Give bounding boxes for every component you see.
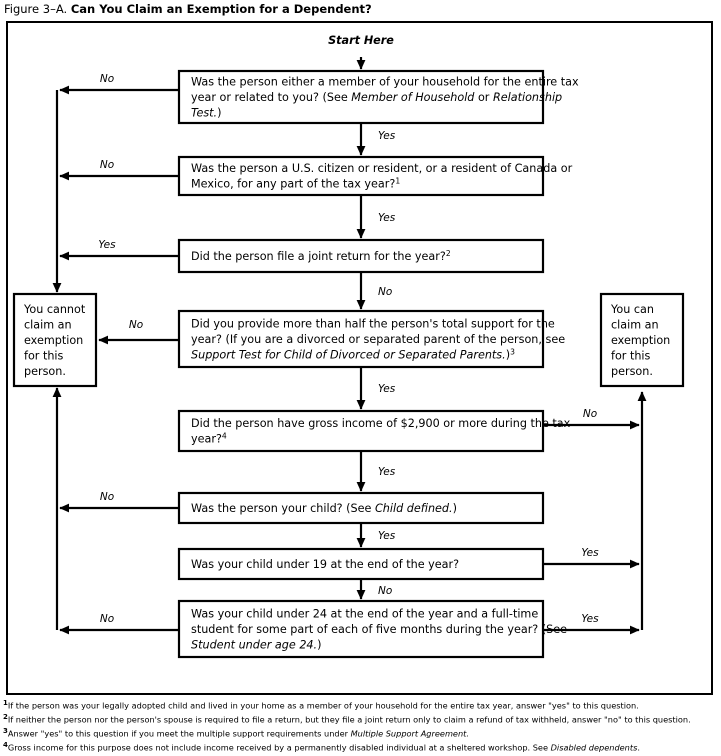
node-q7[interactable]: Was your child under 19 at the end of th… [177,547,545,581]
edge-label-q1-no: No [100,73,114,85]
node-q1-text: Was the person either a member of your h… [191,75,579,119]
node-can-box[interactable] [599,292,685,388]
footnote-4: 4Gross income for this purpose does not … [3,740,719,754]
node-q6-text: Was the person your child? (See Child de… [191,502,457,515]
flowchart-canvas: No Yes No Yes Yes No No Yes No Yes No Ye… [12,34,685,659]
edge-label-q5-no: No [583,408,597,420]
footnote-2: 2If neither the person nor the person's … [3,712,719,726]
figure-number: Figure 3–A. [4,2,68,16]
node-q5[interactable]: Did the person have gross income of $2,9… [177,409,571,453]
footnote-text: . [637,743,640,754]
edge-label-q7-yes: Yes [581,547,599,559]
node-q5-box[interactable] [177,409,545,453]
node-q4[interactable]: Did you provide more than half the perso… [177,309,565,369]
footnote-marker-1: 1 [3,699,8,707]
edge-label-q3-no: No [378,286,392,298]
node-q7-box[interactable] [177,547,545,581]
figure-title: Figure 3–A. Can You Claim an Exemption f… [4,2,372,16]
node-q5-text: Did the person have gross income of $2,9… [191,417,571,446]
edge-label-q4-no: No [129,319,143,331]
node-q4-box[interactable] [177,309,545,369]
footnote-text: If the person was your legally adopted c… [7,700,639,711]
node-q8-box[interactable] [177,599,545,659]
node-q8-text: Was your child under 24 at the end of th… [191,607,567,651]
edge-label-q2-no: No [100,159,114,171]
node-q3-text: Did the person file a joint return for t… [191,248,451,263]
node-q8[interactable]: Was your child under 24 at the end of th… [177,599,567,659]
node-q2-box[interactable] [177,155,545,197]
footnote-marker-3: 3 [3,727,8,736]
footnote-marker-2: 2 [3,713,8,722]
edge-label-q6-yes: Yes [378,530,396,542]
figure-border [6,21,713,695]
footnote-text: Answer "yes" to this question if you mee… [7,729,351,740]
footnote-3: 3Answer "yes" to this question if you me… [3,726,719,740]
start-here-label: Start Here [328,34,394,47]
footnote-text: Disabled dependents [550,743,638,754]
footnote-text: Gross income for this purpose does not i… [7,743,551,754]
node-q6-box[interactable] [177,491,545,525]
node-q6[interactable]: Was the person your child? (See Child de… [177,491,545,525]
edge-label-q7-no: No [378,585,392,597]
edge-label-q1-yes: Yes [378,130,396,142]
node-q1-box[interactable] [177,69,545,125]
footnote-text: If neither the person nor the person's s… [7,714,691,725]
node-q3-box[interactable] [177,238,545,274]
node-q7-text: Was your child under 19 at the end of th… [191,558,459,571]
footnote-1: 1If the person was your legally adopted … [3,698,719,712]
node-q2[interactable]: Was the person a U.S. citizen or residen… [177,155,573,197]
connectors [52,57,647,635]
edge-label-q8-yes: Yes [581,613,599,625]
footnote-text: Multiple Support Agreement. [350,729,469,740]
edge-labels: No Yes No Yes Yes No No Yes No Yes No Ye… [98,73,599,625]
edge-label-q2-yes: Yes [378,212,396,224]
flow-nodes: Was the person either a member of your h… [12,69,685,659]
edge-label-q5-yes: Yes [378,466,396,478]
edge-label-q8-no: No [100,613,114,625]
node-q1[interactable]: Was the person either a member of your h… [177,69,579,125]
figure-heading: Can You Claim an Exemption for a Depende… [70,2,372,16]
node-q3[interactable]: Did the person file a joint return for t… [177,238,545,274]
node-cannot-box[interactable] [12,292,98,388]
node-q4-text: Did you provide more than half the perso… [191,317,565,361]
edge-label-q3-yes: Yes [98,239,116,251]
node-q2-text: Was the person a U.S. citizen or residen… [191,162,573,191]
edge-label-q6-no: No [100,491,114,503]
footnotes: 1If the person was your legally adopted … [3,698,719,755]
edge-label-q4-yes: Yes [378,383,396,395]
footnote-marker-4: 4 [3,741,8,750]
